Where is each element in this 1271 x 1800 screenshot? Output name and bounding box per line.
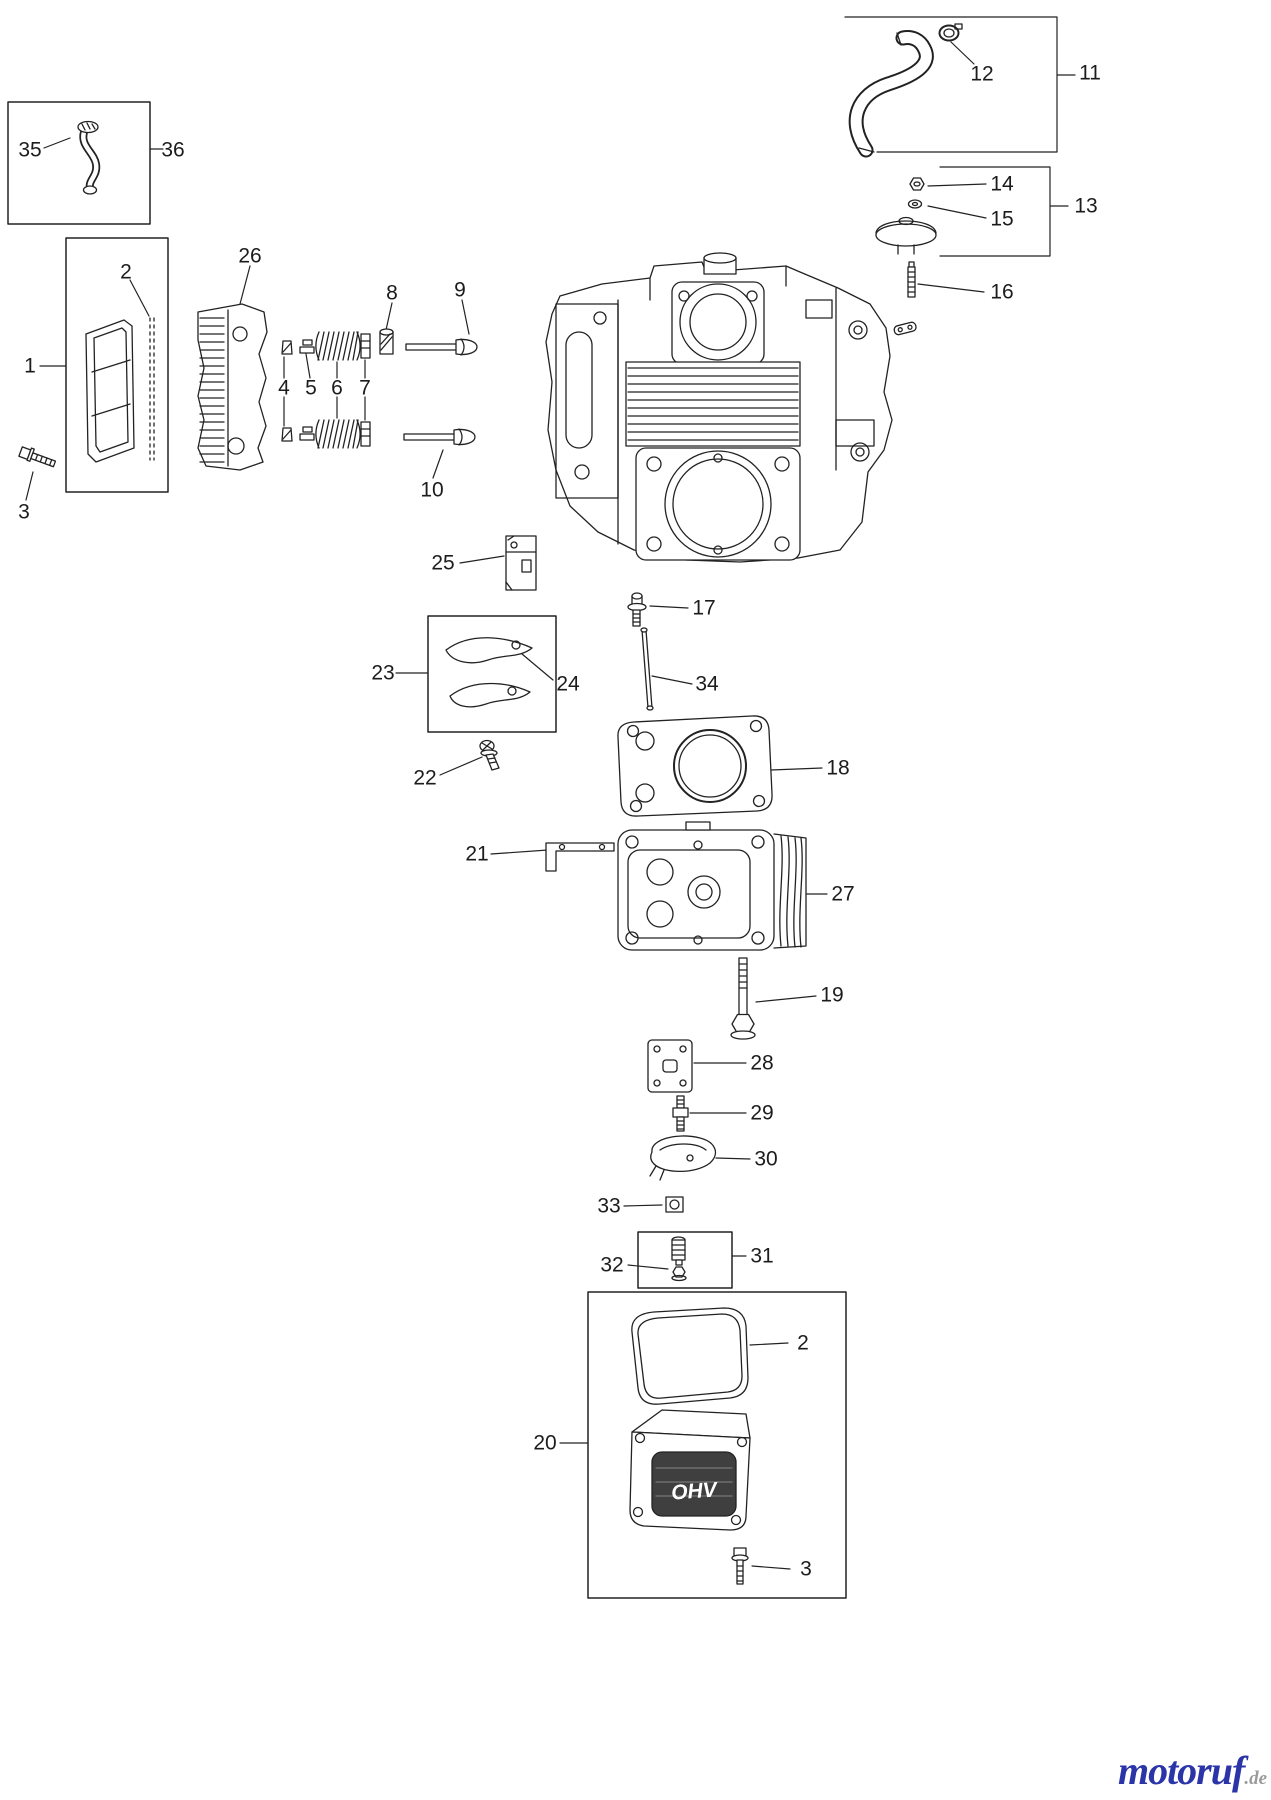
callout-9: 9 — [454, 278, 466, 302]
callout-32: 32 — [600, 1253, 624, 1277]
callout-34: 34 — [695, 672, 719, 696]
callout-21: 21 — [465, 842, 489, 866]
callout-27: 27 — [831, 882, 855, 906]
part-adjuster-32 — [671, 1236, 687, 1282]
callout-10: 10 — [420, 478, 444, 502]
callout-25: 25 — [431, 551, 455, 575]
callout-8: 8 — [386, 281, 398, 305]
callout-26: 26 — [238, 244, 262, 268]
callout-36: 36 — [161, 138, 185, 162]
part-cover-gasket-2-top — [149, 317, 155, 461]
part-push-rod-34 — [640, 627, 654, 711]
part-gasket-strips-24 — [445, 637, 533, 708]
callout-17: 17 — [692, 596, 716, 620]
callout-16: 16 — [990, 280, 1014, 304]
part-hose-clamp — [938, 23, 963, 42]
part-bolt-3-bottom — [731, 1547, 749, 1585]
part-stud-16 — [893, 261, 917, 336]
callout-6: 6 — [331, 376, 343, 400]
part-cylinder-head-27 — [617, 821, 807, 951]
callout-19: 19 — [820, 983, 844, 1007]
callout-12: 12 — [970, 62, 994, 86]
part-valve-springs-6 — [315, 331, 361, 449]
part-nut-33 — [665, 1196, 684, 1213]
part-head-bolt-19 — [730, 957, 756, 1040]
callout-3-bottom: 3 — [800, 1557, 812, 1581]
site-logo-tld[interactable]: .de — [1244, 1768, 1267, 1789]
callout-13: 13 — [1074, 194, 1098, 218]
part-bolt-17 — [627, 592, 647, 627]
callout-18: 18 — [826, 756, 850, 780]
callout-brackets — [844, 16, 1076, 257]
callout-14: 14 — [990, 172, 1014, 196]
callout-11: 11 — [1079, 61, 1101, 85]
part-breather-body-30 — [649, 1135, 717, 1181]
part-exhaust-valve-10 — [403, 428, 476, 446]
part-breather-tube — [77, 120, 101, 195]
part-breather-hose — [848, 30, 934, 158]
part-bracket-21 — [545, 842, 615, 872]
callout-1: 1 — [24, 354, 36, 378]
part-screw-22 — [479, 739, 500, 771]
part-finned-bracket-26 — [197, 303, 268, 471]
callout-22: 22 — [413, 766, 437, 790]
group-boxes — [7, 101, 847, 1599]
callout-2-top: 2 — [120, 260, 132, 284]
part-head-gasket-18 — [617, 715, 773, 817]
callout-31: 31 — [750, 1244, 774, 1268]
callout-24: 24 — [556, 672, 580, 696]
callout-30: 30 — [754, 1147, 778, 1171]
part-spring-seats-7 — [360, 333, 371, 447]
part-breather-cap — [875, 216, 937, 255]
callout-35: 35 — [18, 138, 42, 162]
callout-7: 7 — [359, 376, 371, 400]
part-spring-retainers-5 — [299, 339, 315, 441]
callout-28: 28 — [750, 1051, 774, 1075]
part-nut-14 — [909, 177, 925, 191]
callout-33: 33 — [597, 1194, 621, 1218]
part-bolt-3-left — [18, 446, 57, 468]
site-logo[interactable]: motoruf.de — [1118, 1747, 1267, 1794]
part-valve-cover-1 — [85, 319, 135, 463]
part-intake-valve-9 — [405, 338, 478, 356]
part-crankcase — [545, 252, 893, 563]
callout-20: 20 — [533, 1431, 557, 1455]
site-logo-brand[interactable]: motoruf — [1117, 1748, 1245, 1793]
part-valve-cap-8 — [379, 328, 394, 355]
callout-5: 5 — [305, 376, 317, 400]
part-valve-cover-20: OHV — [629, 1409, 751, 1531]
part-washer-15 — [907, 199, 923, 209]
part-stud-29 — [672, 1095, 689, 1132]
part-valve-keepers-4 — [281, 340, 293, 442]
callout-29: 29 — [750, 1101, 774, 1125]
callout-2-bottom: 2 — [797, 1331, 809, 1355]
callout-3-left: 3 — [18, 500, 30, 524]
leader-lines — [25, 41, 987, 1570]
part-plate-28 — [647, 1039, 693, 1093]
callout-23: 23 — [371, 661, 395, 685]
part-block-25 — [505, 535, 537, 591]
cover-embossed-text: OHV — [670, 1478, 719, 1504]
callout-4: 4 — [278, 376, 290, 400]
part-cover-gasket-2-bottom — [631, 1307, 749, 1405]
callout-15: 15 — [990, 207, 1014, 231]
